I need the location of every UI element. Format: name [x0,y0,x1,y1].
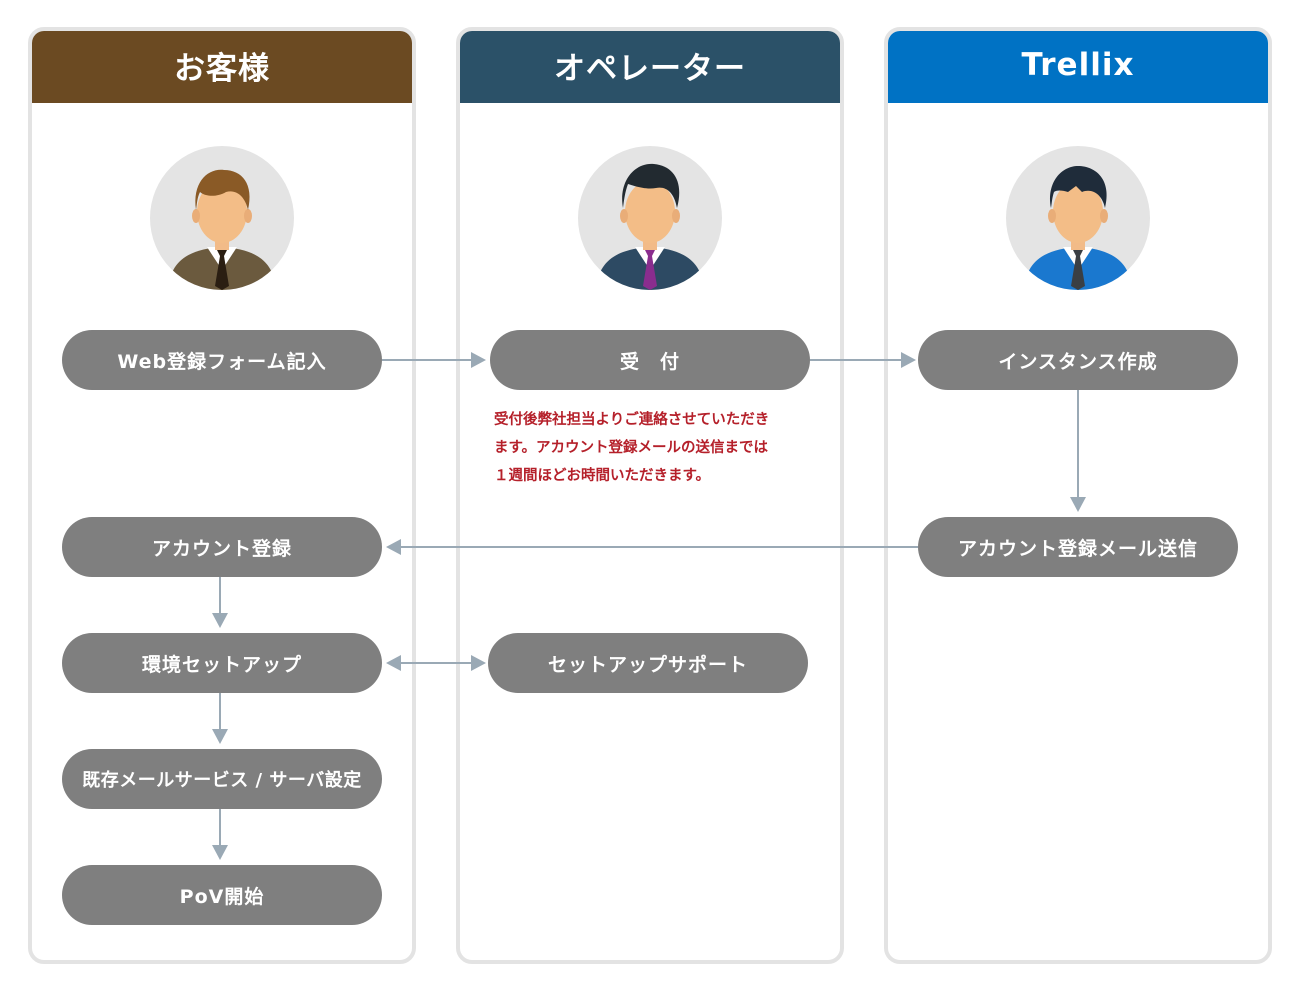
note-line-3: １週間ほどお時間いただきます。 [494,468,711,484]
lane-header-trellix: Trellix [888,31,1268,103]
lane-header-customer: お客様 [32,31,412,103]
note-line-1: 受付後弊社担当よりご連絡させていただき [494,412,770,428]
lane-title-customer: お客様 [174,50,270,87]
lane-title-operator: オペレーター [554,50,746,87]
step-mail-service: 既存メールサービス / サーバ設定 [62,749,382,809]
customer-avatar-icon [150,146,294,290]
lane-title-trellix: Trellix [1021,47,1135,83]
step-env-setup: 環境セットアップ [62,633,382,693]
step-reception: 受 付 [490,330,810,390]
operator-avatar-icon [578,146,722,290]
step-web-form: Web登録フォーム記入 [62,330,382,390]
trellix-avatar-icon [1006,146,1150,290]
step-setup-support: セットアップサポート [488,633,808,693]
step-instance: インスタンス作成 [918,330,1238,390]
lane-header-operator: オペレーター [460,31,840,103]
reception-note: 受付後弊社担当よりご連絡させていただき ます。アカウント登録メールの送信までは … [494,406,824,490]
step-account-mail: アカウント登録メール送信 [918,517,1238,577]
step-account-register: アカウント登録 [62,517,382,577]
step-pov-start: PoV開始 [62,865,382,925]
note-line-2: ます。アカウント登録メールの送信までは [494,440,769,456]
